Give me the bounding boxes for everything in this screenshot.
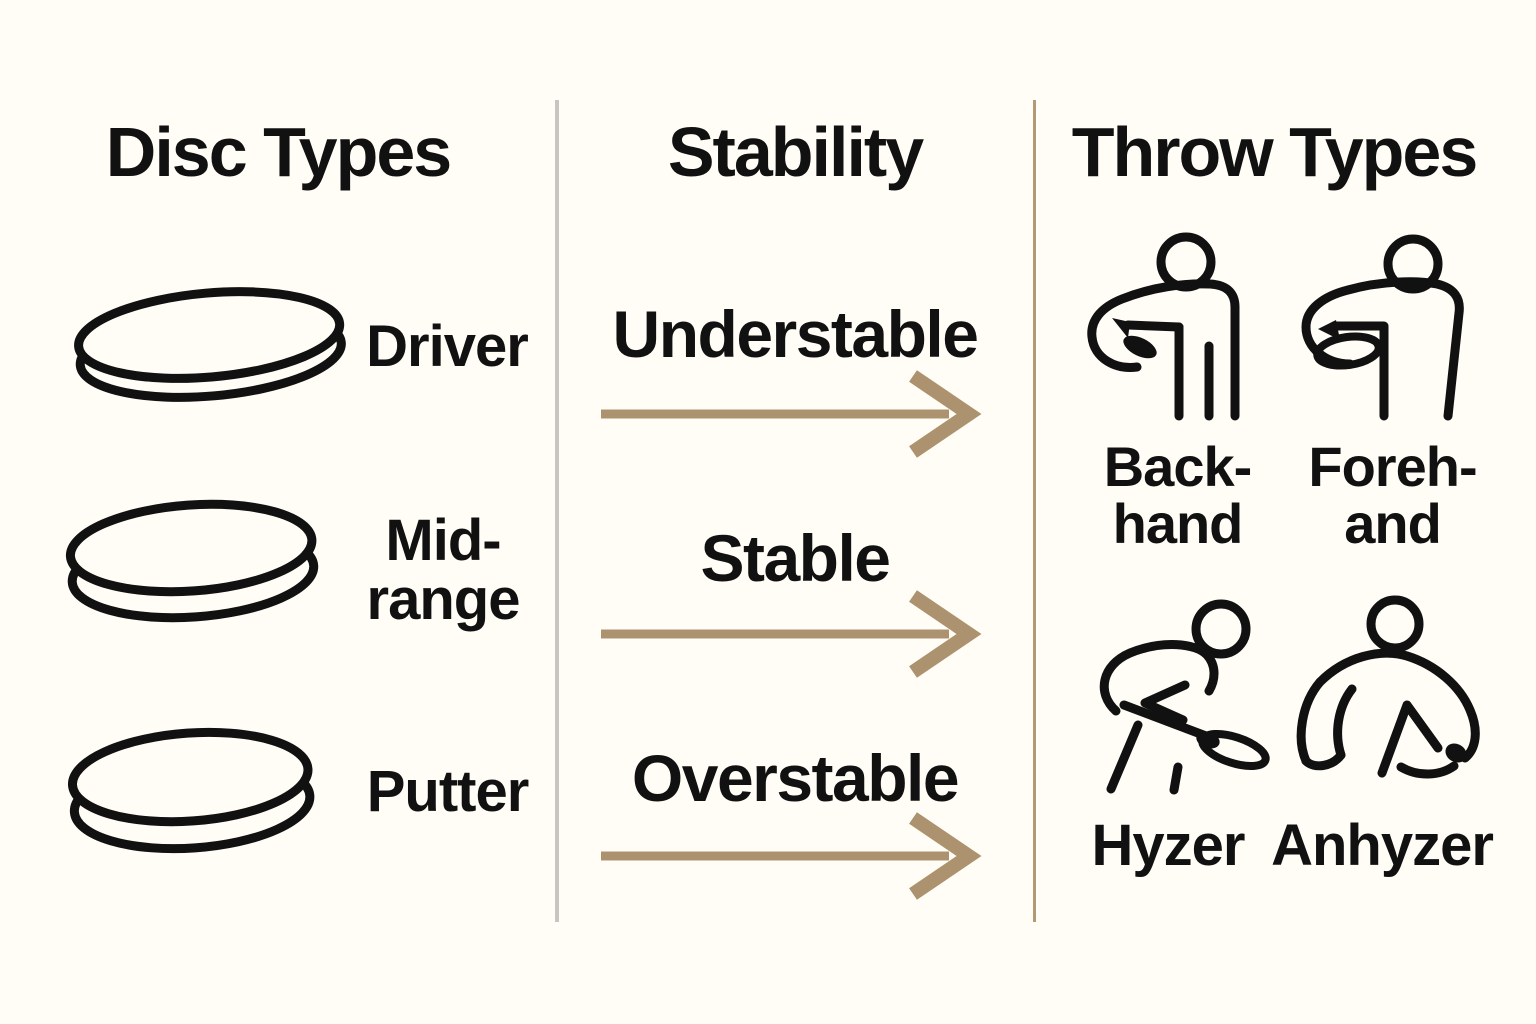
forehand-thrower-icon	[1301, 234, 1464, 421]
putter-label: Putter	[366, 759, 530, 824]
backhand-label: Back- hand	[1103, 435, 1253, 556]
understable-label: Understable	[612, 297, 979, 371]
overstable-right-arrow-icon	[601, 812, 982, 900]
putter-disc-icon	[67, 727, 315, 854]
overstable-label: Overstable	[631, 741, 960, 815]
midrange-label: Mid- range	[366, 508, 521, 633]
hyzer-thrower-icon	[1099, 599, 1270, 795]
midrange-disc-icon	[65, 499, 319, 623]
stability-heading: Stability	[667, 113, 924, 191]
hyzer-label: Hyzer	[1091, 813, 1246, 878]
driver-label: Driver	[366, 314, 529, 379]
disc-types-heading: Disc Types	[105, 113, 452, 191]
column-divider-right	[1033, 100, 1036, 922]
anhyzer-thrower-icon	[1296, 595, 1480, 779]
driver-disc-icon	[74, 287, 346, 402]
column-divider-left	[555, 100, 559, 922]
backhand-thrower-icon	[1087, 232, 1240, 421]
understable-right-arrow-icon	[601, 370, 982, 458]
forehand-label: Foreh- and	[1308, 435, 1477, 556]
throw-types-heading: Throw Types	[1071, 113, 1479, 191]
stable-right-arrow-icon	[601, 590, 982, 678]
stable-label: Stable	[700, 521, 891, 595]
anhyzer-label: Anhyzer	[1271, 813, 1494, 878]
